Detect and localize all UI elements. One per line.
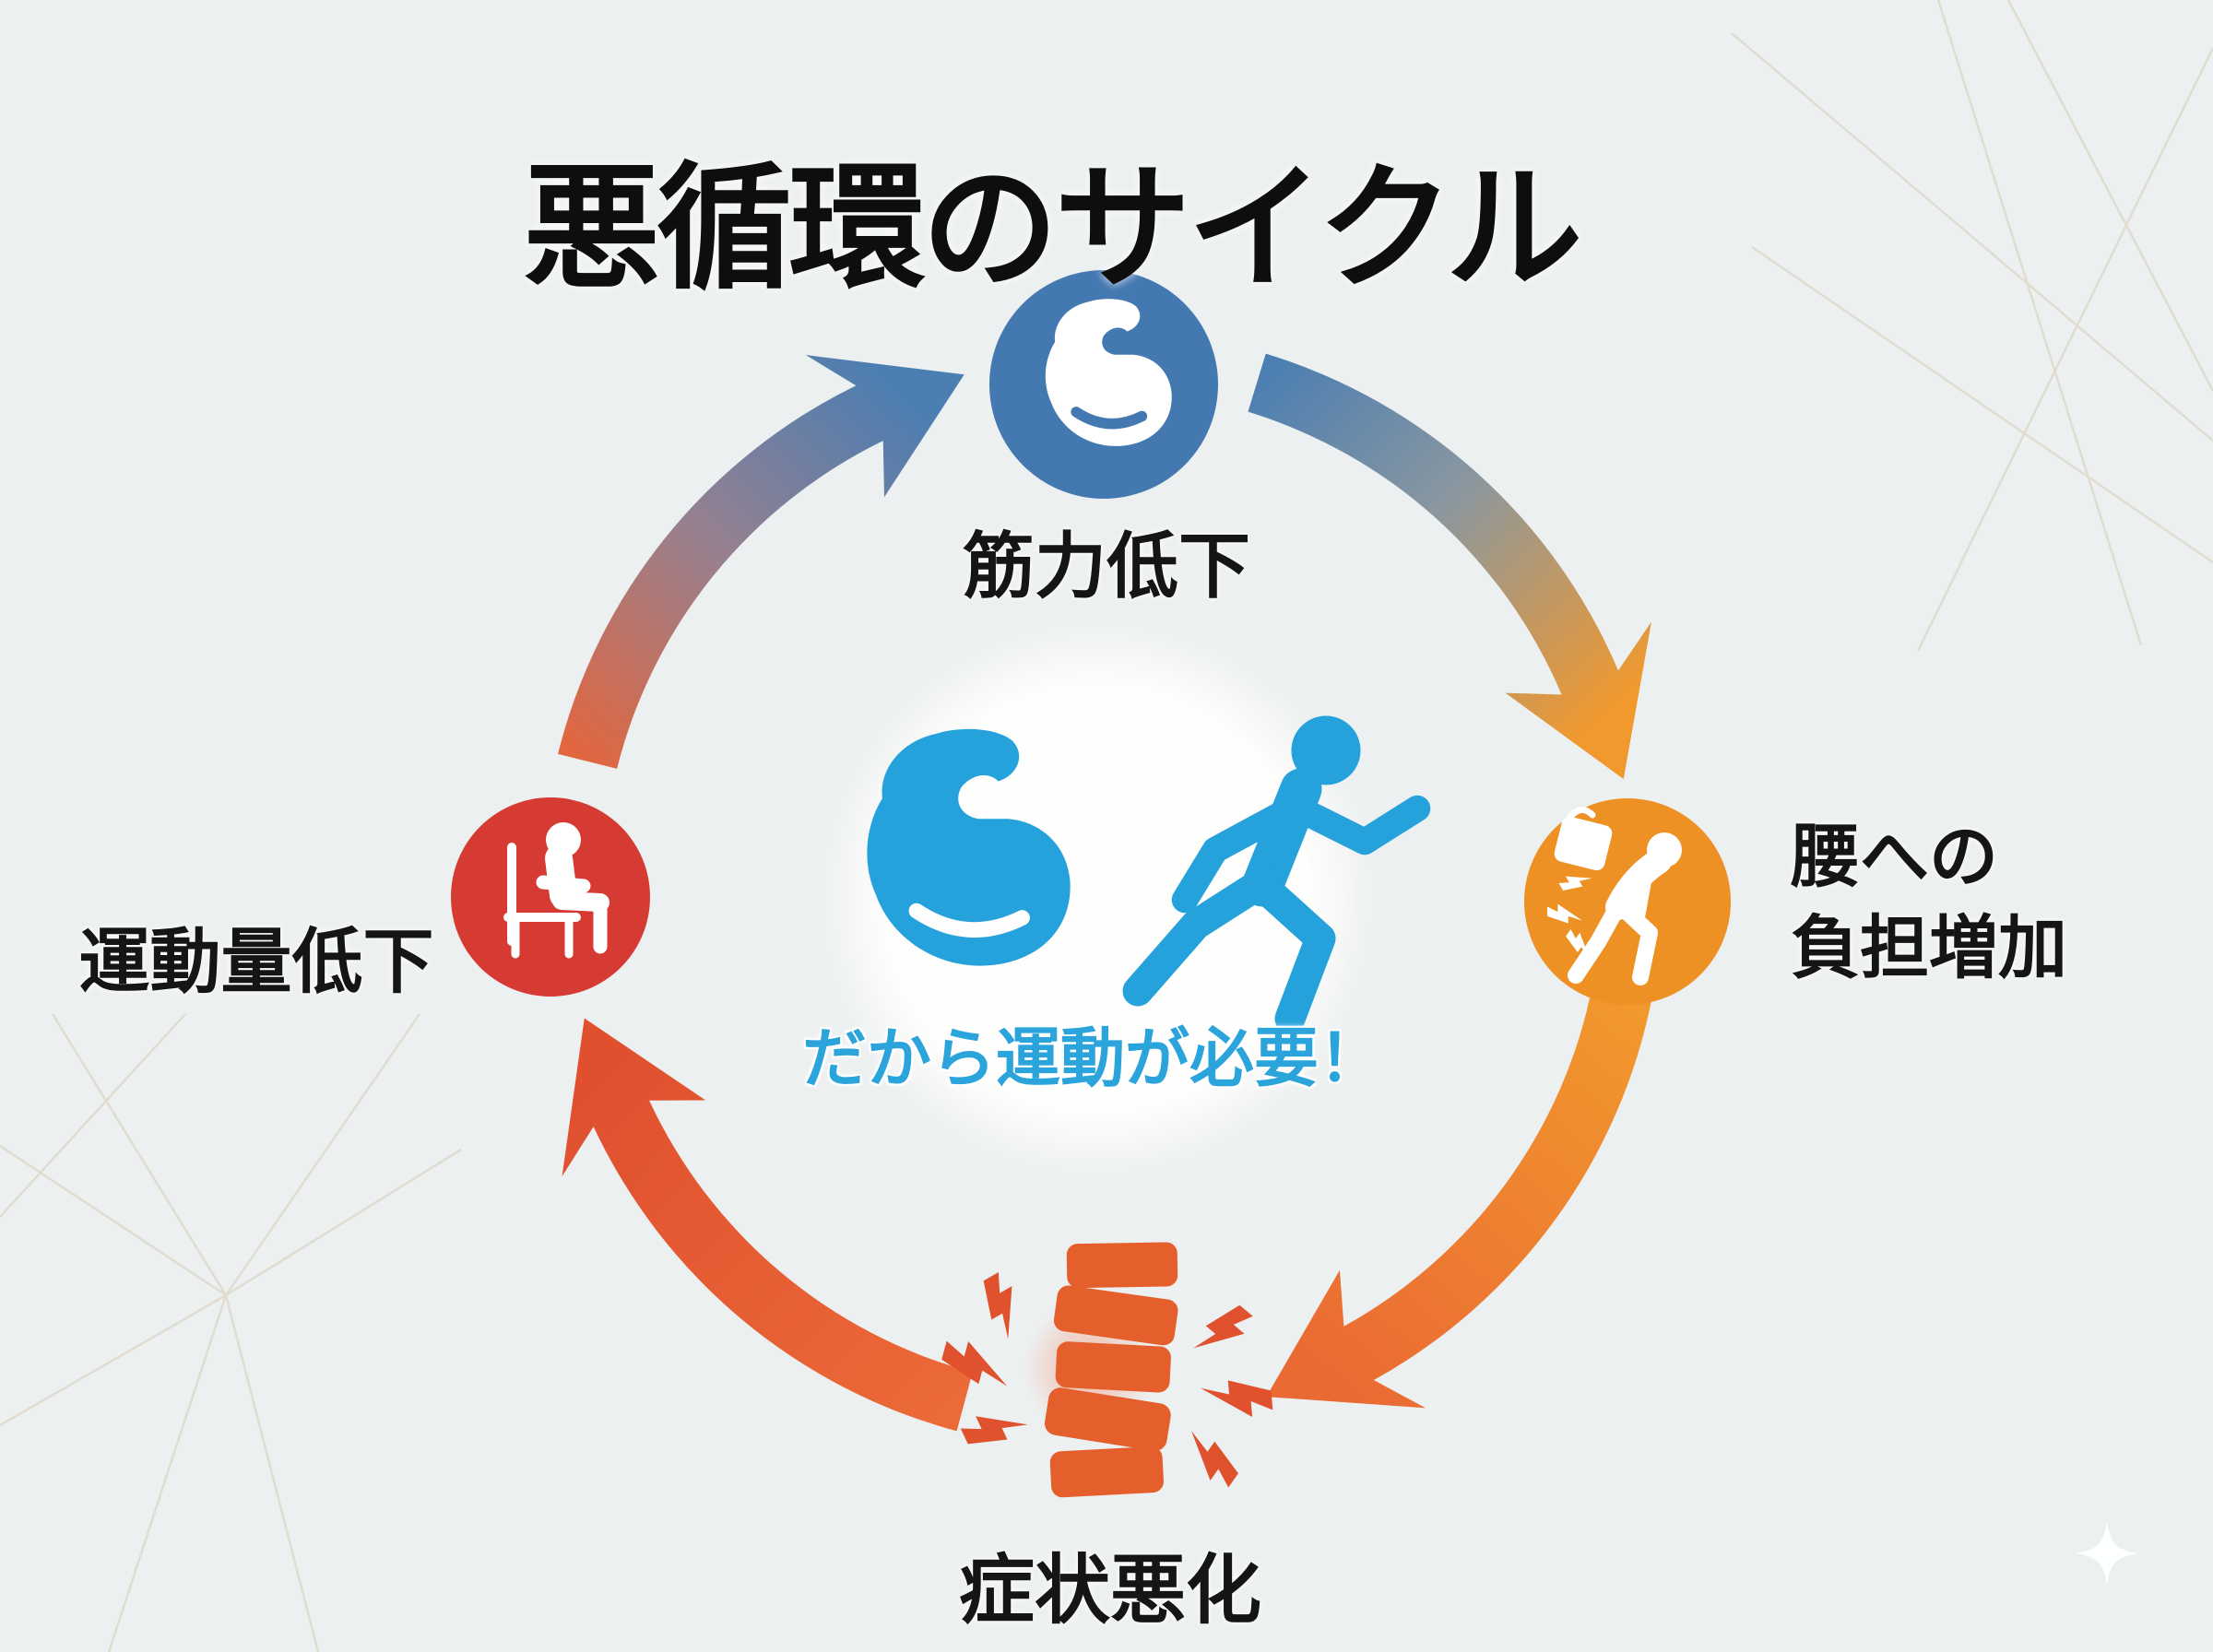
sitting-person-icon [503,822,609,959]
bicep-icon [1045,299,1172,446]
decor-lines-top-right [1731,0,2213,652]
runner-icon [1122,715,1431,1034]
page-title: 悪循環のサイクル [523,149,1583,309]
sparkle-icon [2076,1522,2138,1585]
carry-heavy-load-icon [1547,807,1682,985]
node-muscle-weakness [989,270,1218,499]
vertebrae [1044,1242,1178,1498]
node-label-symptom-worsening: 症状悪化 [958,1547,1262,1634]
center-illustration [816,618,1431,1180]
spine-pain-icon [938,1242,1273,1498]
node-less-exercise [451,797,650,997]
bicep-icon [867,728,1071,966]
node-back-burden [1524,798,1731,1005]
node-label-muscle-weakness: 筋力低下 [962,525,1251,608]
center-message: だから運動が必要！ [802,1021,1383,1096]
node-label-back-burden: 腰への 負担増加 [1791,816,2068,988]
decor-lines-bottom-left [0,1013,462,1652]
node-label-less-exercise: 運動量低下 [78,922,434,1004]
